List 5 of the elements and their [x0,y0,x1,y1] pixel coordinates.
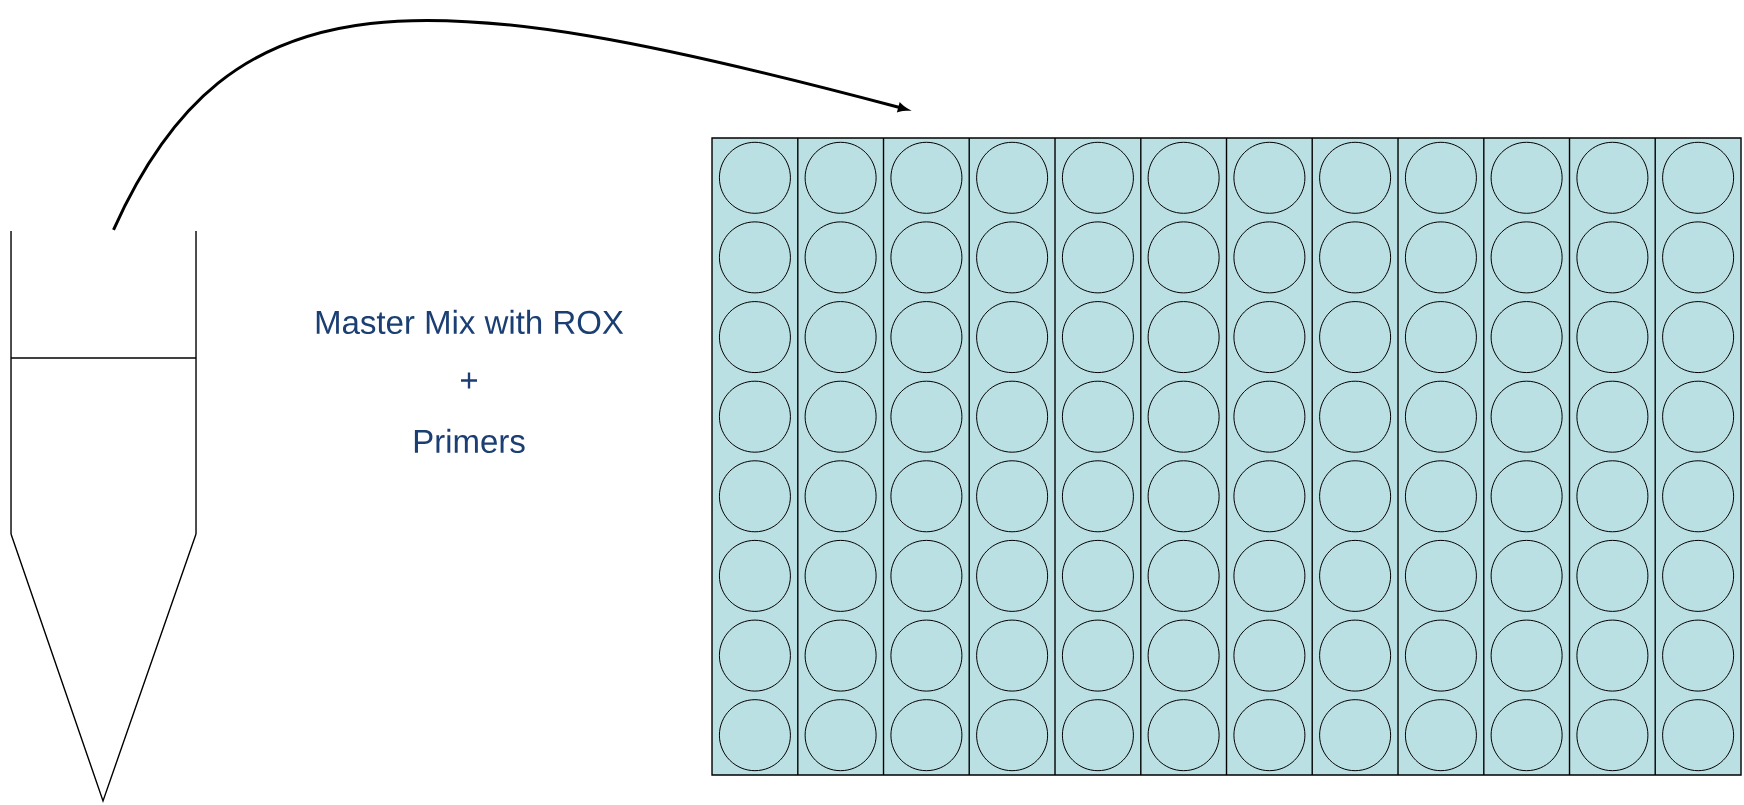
reagent-label: Master Mix with ROX [316,309,624,335]
tube-drawing [10,230,197,804]
reagent-label: + [461,372,477,389]
reagent-label: Primers [414,428,525,454]
plate-drawing [711,137,1742,776]
